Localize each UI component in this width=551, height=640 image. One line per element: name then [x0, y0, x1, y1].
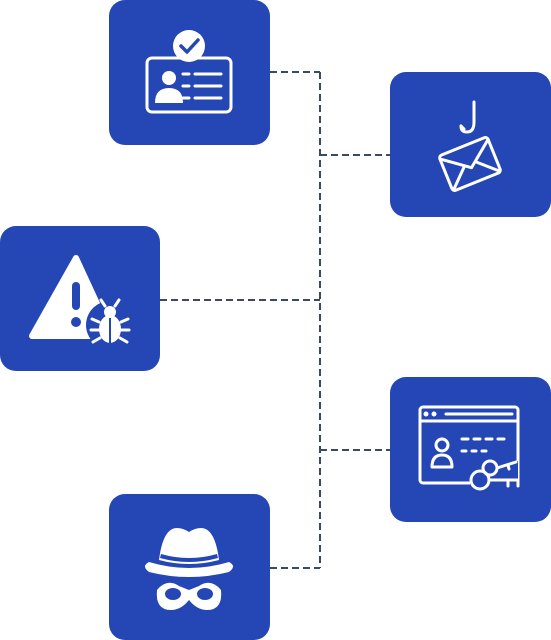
node-credentials — [390, 377, 551, 522]
incognito-spy-icon — [145, 528, 233, 610]
login-page-keys-icon — [418, 405, 520, 491]
node-malware — [0, 226, 160, 371]
node-phishing — [390, 72, 551, 217]
phishing-email-hook-icon — [438, 100, 502, 192]
node-identity — [109, 0, 270, 145]
node-anonymous — [109, 494, 270, 640]
verified-id-card-icon — [145, 30, 233, 114]
warning-bug-icon — [29, 255, 134, 349]
